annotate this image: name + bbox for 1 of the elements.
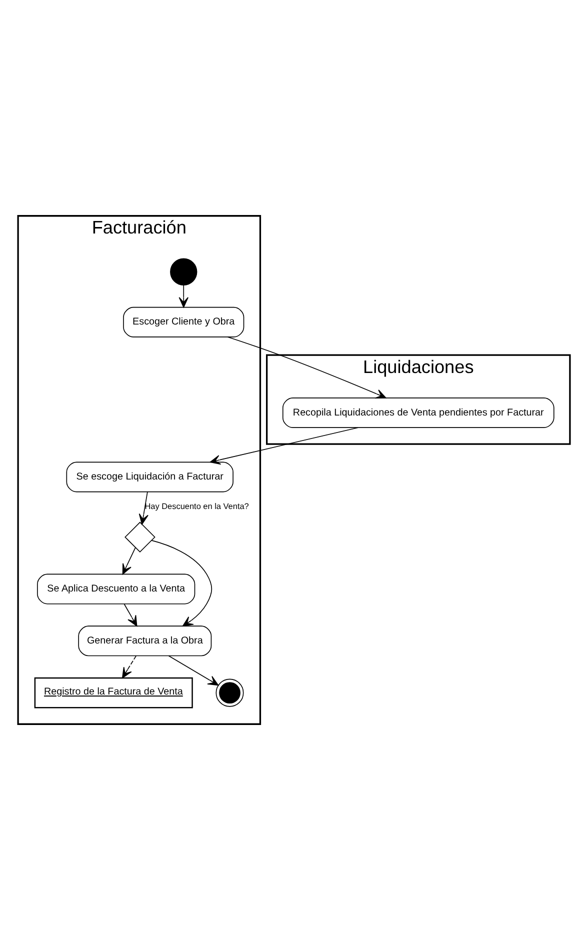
edge-label: Hay Descuento en la Venta?: [144, 502, 249, 512]
